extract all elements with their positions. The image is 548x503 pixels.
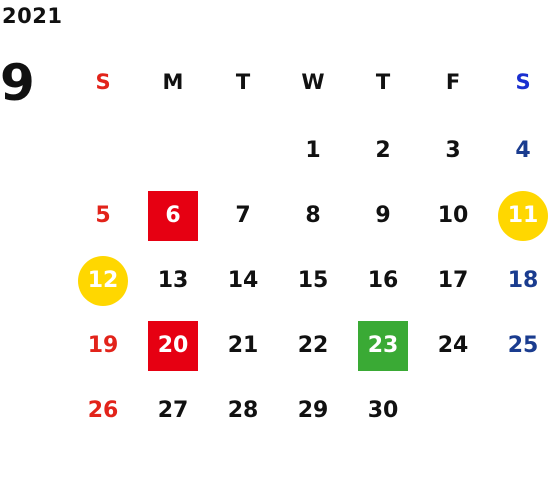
highlight-square (148, 190, 198, 241)
day-19[interactable]: 19 (68, 313, 138, 378)
weekday-saturday: S (515, 70, 531, 94)
day-number: 5 (95, 203, 111, 228)
day-18[interactable]: 18 (488, 248, 548, 313)
day-number: 27 (157, 398, 189, 423)
month-number: 9 (0, 54, 35, 112)
day-1[interactable]: 1 (278, 118, 348, 183)
year-label: 2021 (2, 4, 63, 28)
day-number: 11 (507, 203, 539, 228)
day-22[interactable]: 22 (278, 313, 348, 378)
day-4[interactable]: 4 (488, 118, 548, 183)
day-3[interactable]: 3 (418, 118, 488, 183)
day-number: 9 (375, 203, 391, 228)
day-number: 19 (87, 333, 119, 358)
day-number: 4 (515, 138, 531, 163)
weekday-sunday: S (95, 70, 111, 94)
day-number: 3 (445, 138, 461, 163)
day-30[interactable]: 30 (348, 378, 418, 443)
day-number: 20 (157, 333, 189, 358)
day-number: 21 (227, 333, 259, 358)
day-24[interactable]: 24 (418, 313, 488, 378)
day-10[interactable]: 10 (418, 183, 488, 248)
day-7[interactable]: 7 (208, 183, 278, 248)
day-number: 18 (507, 268, 539, 293)
day-13[interactable]: 13 (138, 248, 208, 313)
highlight-circle (78, 255, 128, 306)
day-8[interactable]: 8 (278, 183, 348, 248)
day-29[interactable]: 29 (278, 378, 348, 443)
day-number: 28 (227, 398, 259, 423)
day-21[interactable]: 21 (208, 313, 278, 378)
day-2[interactable]: 2 (348, 118, 418, 183)
day-number: 30 (367, 398, 399, 423)
weekday-monday: M (162, 70, 184, 94)
day-number: 15 (297, 268, 329, 293)
day-number: 22 (297, 333, 329, 358)
day-number: 10 (437, 203, 469, 228)
day-number: 1 (305, 138, 321, 163)
day-number: 26 (87, 398, 119, 423)
day-number: 24 (437, 333, 469, 358)
day-number: 17 (437, 268, 469, 293)
day-5[interactable]: 5 (68, 183, 138, 248)
day-number: 29 (297, 398, 329, 423)
day-14[interactable]: 14 (208, 248, 278, 313)
day-number: 7 (235, 203, 251, 228)
highlight-square (148, 320, 198, 371)
day-number: 23 (367, 333, 399, 358)
day-25[interactable]: 25 (488, 313, 548, 378)
day-number: 8 (305, 203, 321, 228)
day-27[interactable]: 27 (138, 378, 208, 443)
highlight-square (358, 320, 408, 371)
day-number: 16 (367, 268, 399, 293)
weekday-friday: F (445, 70, 461, 94)
day-number: 12 (87, 268, 119, 293)
day-number: 2 (375, 138, 391, 163)
day-11[interactable]: 11 (488, 183, 548, 248)
weekday-wednesday: W (301, 70, 325, 94)
day-28[interactable]: 28 (208, 378, 278, 443)
day-number: 6 (165, 203, 181, 228)
day-15[interactable]: 15 (278, 248, 348, 313)
weekday-tuesday: T (235, 70, 251, 94)
day-12[interactable]: 12 (68, 248, 138, 313)
day-17[interactable]: 17 (418, 248, 488, 313)
weekday-thursday: T (375, 70, 391, 94)
day-9[interactable]: 9 (348, 183, 418, 248)
day-26[interactable]: 26 (68, 378, 138, 443)
day-6[interactable]: 6 (138, 183, 208, 248)
day-16[interactable]: 16 (348, 248, 418, 313)
day-20[interactable]: 20 (138, 313, 208, 378)
day-number: 25 (507, 333, 539, 358)
highlight-circle (498, 190, 548, 241)
day-number: 13 (157, 268, 189, 293)
day-number: 14 (227, 268, 259, 293)
day-23[interactable]: 23 (348, 313, 418, 378)
